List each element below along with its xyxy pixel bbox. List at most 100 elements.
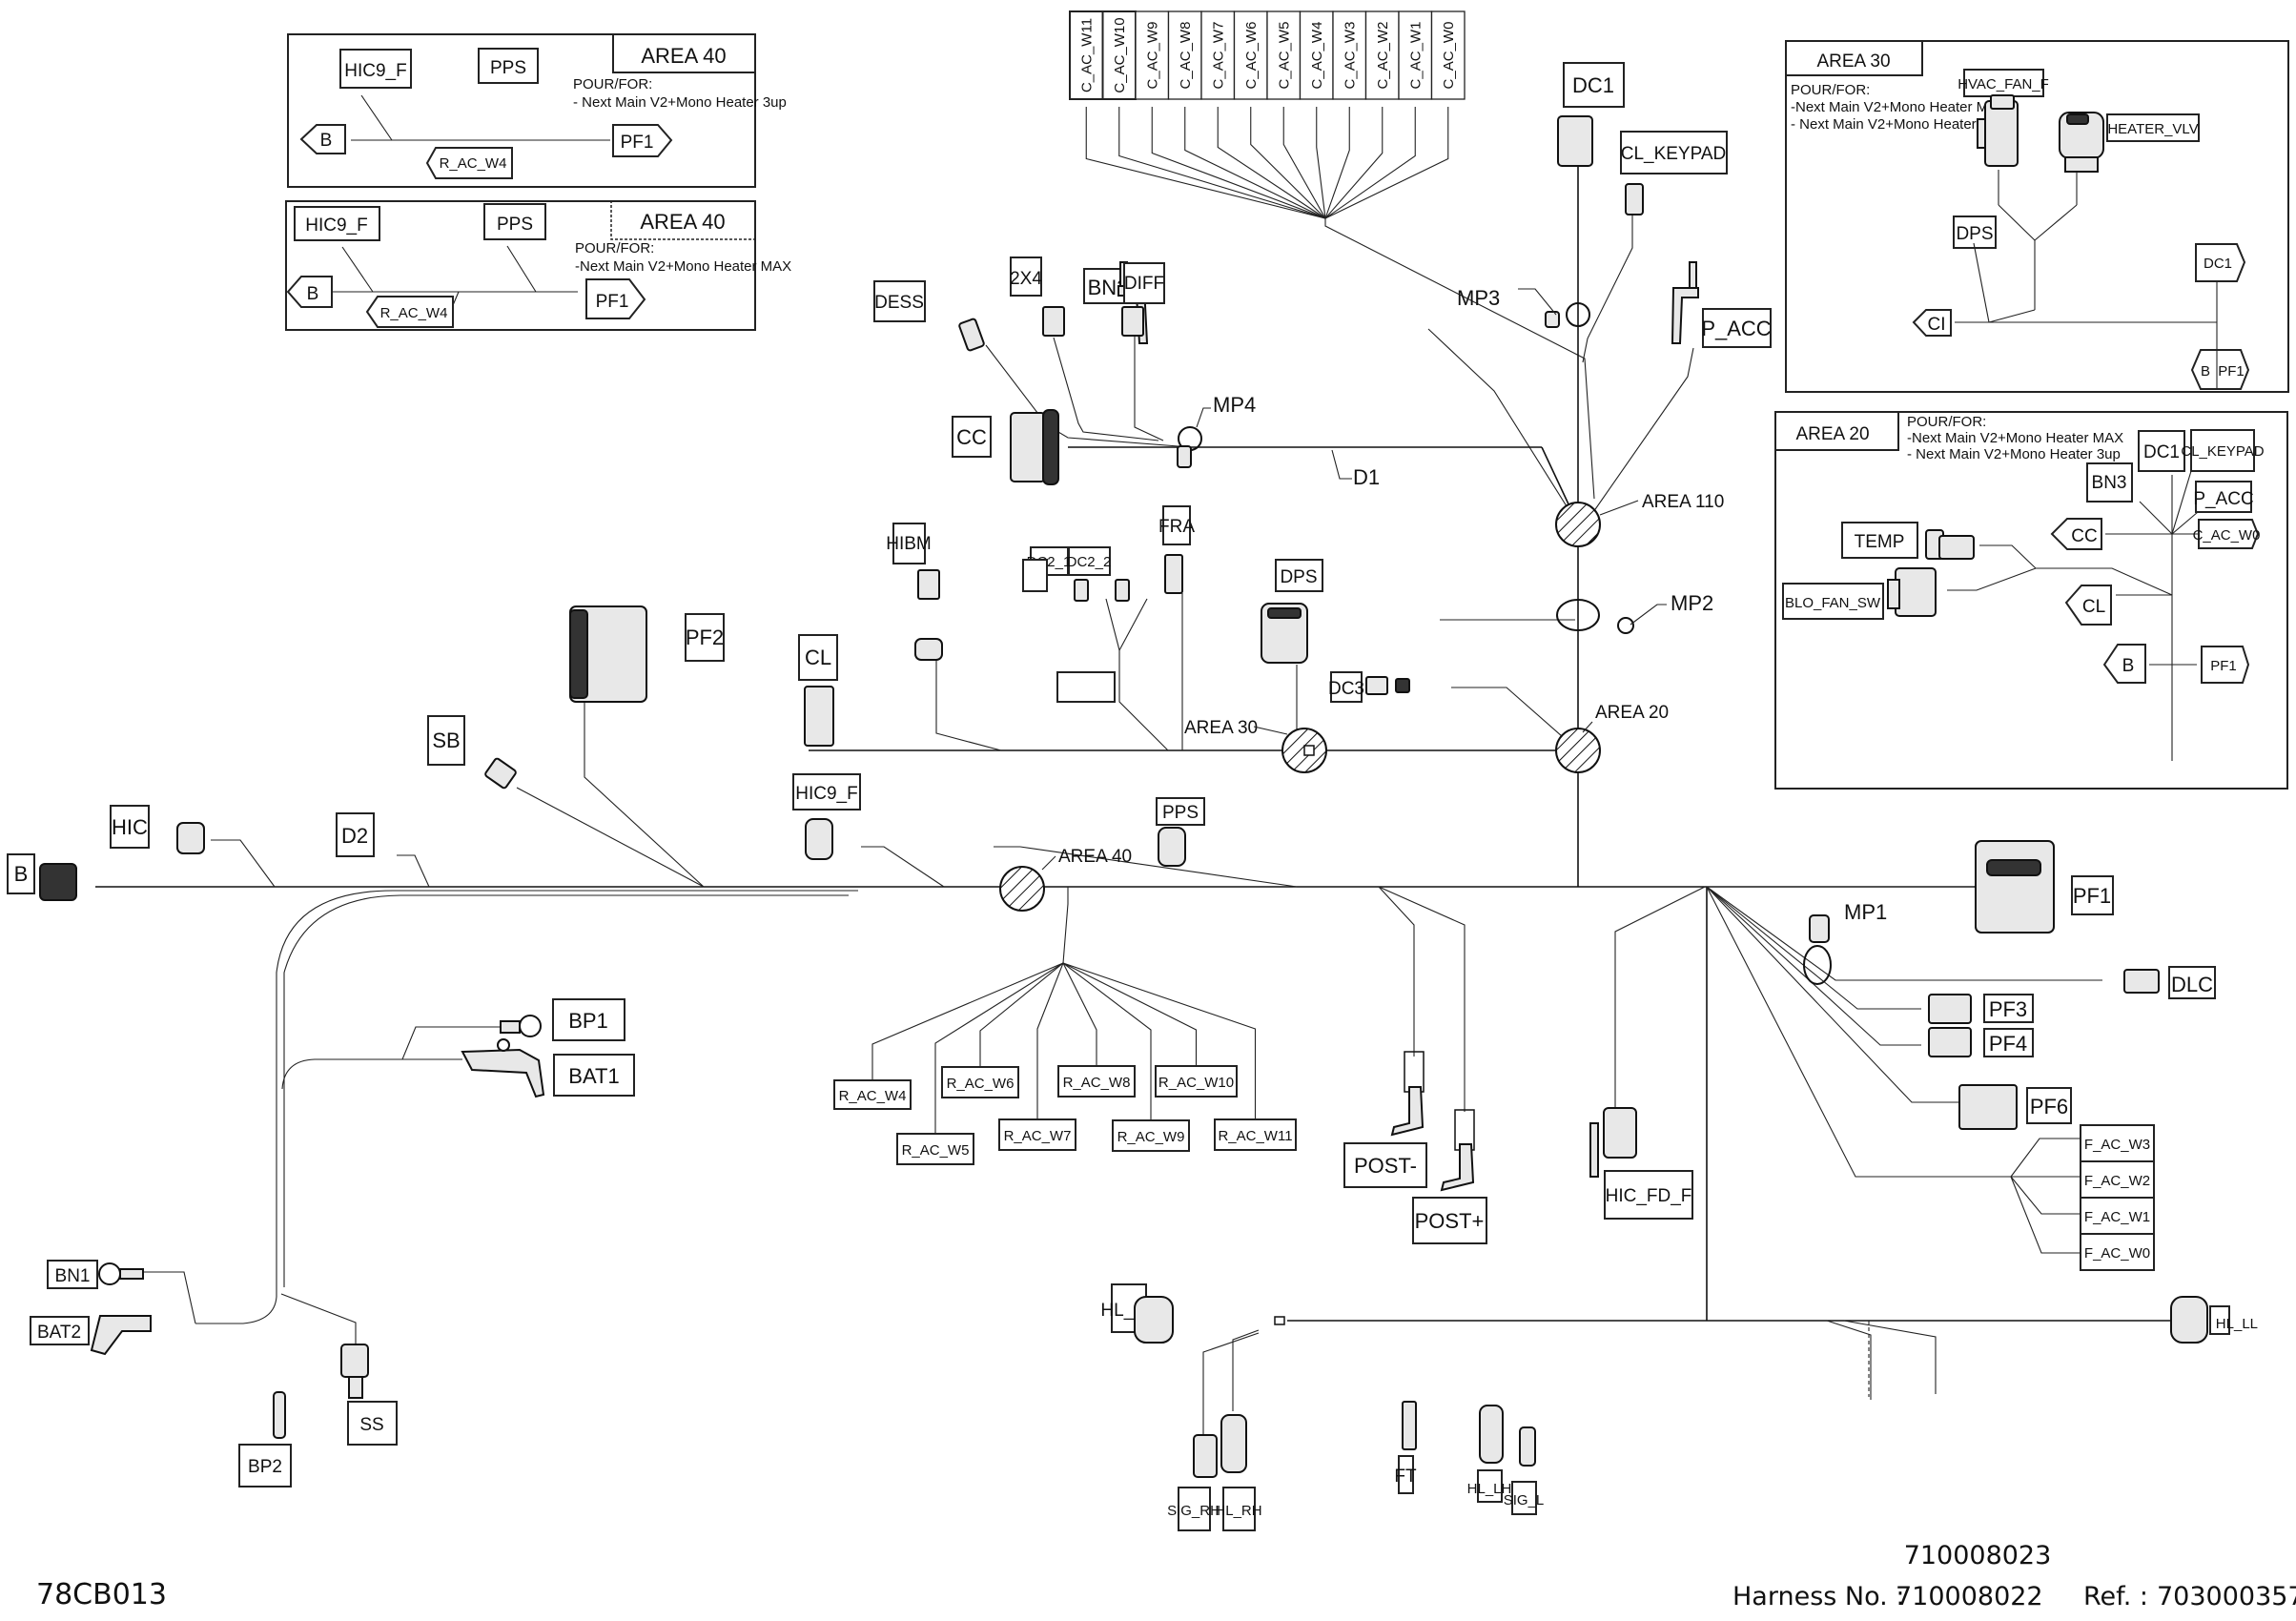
mp3-label: MP3 [1457, 286, 1500, 310]
inset-label-dps: DPS [1956, 224, 1993, 244]
hl-rl-connector-icon [1134, 1296, 1285, 1344]
c-ac-label: C_AC_W4 [1309, 22, 1325, 90]
label-box [110, 805, 150, 849]
bn1-label: BN1 [55, 1266, 91, 1286]
label-box [2080, 1197, 2155, 1235]
inset-label-dc1: DC1 [2143, 442, 2180, 462]
label-box [1702, 308, 1772, 348]
label-box [2071, 875, 2114, 915]
inset-label-dc1: DC1 [2204, 256, 2232, 272]
c-ac-cell [1430, 10, 1466, 100]
b-connector-icon [39, 863, 77, 901]
c-ac-label: C_AC_W2 [1375, 22, 1391, 90]
hic-fd-f-connector-icon [1589, 1107, 1637, 1178]
hl-lh-connector-icon [1479, 1405, 1504, 1464]
mounting-points: MP3 MP4 D1 MP2 MP1 [1177, 286, 1887, 985]
label-box [892, 523, 926, 564]
c-ac-label: C_AC_W3 [1342, 22, 1358, 90]
lower-left-connectors: BP1 BAT1 BN1 BAT2 BP2 SS [30, 998, 635, 1488]
sig-rh-label: SIG_RH [1167, 1503, 1220, 1519]
area-markers: AREA 110 AREA 30 AREA 20 AREA 40 [999, 492, 1724, 912]
label-box [1057, 1065, 1136, 1098]
cl-connector-icon [804, 686, 834, 747]
pf4-label: PF4 [1989, 1032, 2027, 1056]
blower-fan-switch-icon [1887, 567, 1937, 617]
r-ac-wire [1062, 962, 1152, 1120]
label-box [1222, 1487, 1256, 1531]
harness-number-label: Harness No. : [1732, 1582, 1904, 1611]
bp1-ring-terminal-icon [500, 1015, 542, 1037]
inset-area40-3up: AREA 40 POUR/FOR: - Next Main V2+Mono He… [287, 33, 787, 188]
c-ac-wire [1282, 107, 1326, 219]
inset-label-cc: CC [2071, 526, 2097, 546]
post-plus-label: POST+ [1415, 1209, 1485, 1233]
label-box [2106, 113, 2200, 142]
inset-label-pf1: PF1 [596, 292, 629, 312]
p-acc-terminal-icon [1671, 261, 1699, 344]
drawing-id: 78CB013 [36, 1578, 167, 1611]
hl-ll-connector-icon [2170, 1296, 2208, 1344]
f-ac-labels: F_AC_W3F_AC_W2F_AC_W1F_AC_W0 [2080, 1124, 2155, 1271]
label-box [833, 1079, 912, 1110]
ss-sensor-icon [340, 1344, 369, 1399]
area-20-label: AREA 20 [1595, 703, 1669, 723]
label-tag [612, 124, 673, 157]
bp1-label: BP1 [568, 1009, 608, 1033]
label-tag [2064, 585, 2112, 626]
label-tag [2198, 519, 2260, 549]
label-box [2026, 1087, 2072, 1124]
c-ac-wire [1324, 107, 1449, 219]
label-box [30, 1316, 90, 1345]
inset-label-pacc: P_ACC [2193, 489, 2253, 509]
sig-l-connector-icon [1519, 1426, 1536, 1467]
label-box [478, 48, 539, 84]
label-box [1156, 797, 1205, 826]
cl-keypad-connector-icon [1625, 183, 1644, 215]
bat1-label: BAT1 [568, 1064, 619, 1088]
label-box [1983, 994, 2034, 1023]
c-ac-cell [1398, 10, 1433, 100]
inset-label-b: B [307, 284, 319, 304]
hl-rh-label: HL_RH [1215, 1503, 1261, 1519]
post-minus-label: POST- [1354, 1154, 1417, 1178]
inset-title: AREA 20 [1795, 424, 1869, 444]
label-box [873, 280, 926, 322]
sig-rh-connector-icon [1193, 1434, 1218, 1478]
label-box [427, 715, 465, 766]
label-box [1010, 256, 1042, 297]
label-box [1214, 1118, 1297, 1151]
label-box [1178, 1487, 1211, 1531]
f-ac-label: F_AC_W2 [2084, 1173, 2150, 1189]
inset-label-b: B [320, 131, 333, 151]
r-ac-label: R_AC_W8 [1063, 1075, 1131, 1091]
c-ac-wire [1085, 107, 1326, 219]
inset-for-item: - Next Main V2+Mono Heater 3up [1907, 446, 2121, 462]
label-box [1155, 1065, 1238, 1098]
c-ac-label: C_AC_W7 [1210, 22, 1226, 90]
hibm-connector-icon [914, 569, 943, 661]
c-ac-label: C_AC_W6 [1243, 22, 1260, 90]
dc2-2-label: DC2_2 [1067, 554, 1112, 570]
label-box [1123, 262, 1165, 304]
connector-labels: DC1 CL_KEYPAD BN3 P_ACC DESS 2X4 DIFF [7, 62, 2216, 1130]
c-ac-wire [1324, 107, 1384, 219]
c-ac-label: C_AC_W11 [1078, 18, 1095, 92]
bn1-ring-terminal-icon [98, 1262, 144, 1285]
label-tag [2050, 518, 2102, 550]
label-tag [425, 147, 513, 179]
diff-connector-icon [1121, 306, 1144, 337]
inset-for-label: POUR/FOR: [1791, 82, 1870, 98]
sb-connector-icon [484, 757, 517, 790]
inset-label-hic9: HIC9_F [305, 215, 367, 236]
label-box [1983, 1028, 2034, 1057]
label-box [2086, 462, 2133, 503]
r-ac-wire [1062, 962, 1257, 1119]
label-box [294, 206, 380, 241]
harness-number: 710008022 [1896, 1582, 2043, 1611]
hl-rh-connector-icon [1220, 1414, 1247, 1473]
label-box [1162, 505, 1191, 545]
label-box [553, 1054, 635, 1097]
mp1-label: MP1 [1844, 900, 1887, 924]
pps-label: PPS [1162, 803, 1199, 823]
r-ac-wire [871, 962, 1064, 1080]
